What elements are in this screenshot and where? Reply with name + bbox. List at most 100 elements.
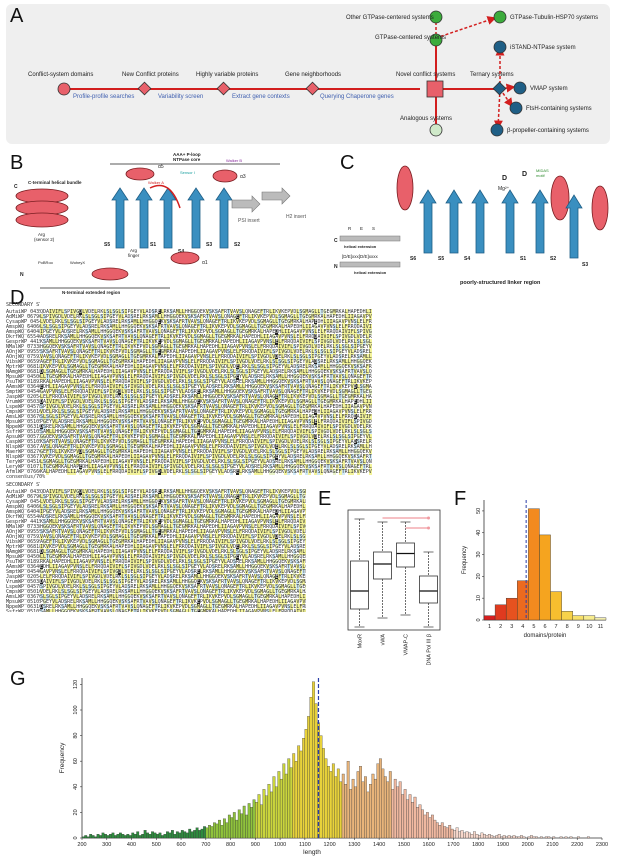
alignment-row: SmptWP_04540633.1GAVPVNSLELFRRQDAIVIFLSP… [6, 569, 306, 575]
c-midas: MIDAS [536, 168, 549, 173]
panel-b-label: B [10, 152, 24, 174]
g-bar [497, 834, 501, 839]
b-a3: α3 [240, 174, 246, 180]
f-ytick-label: 50 [476, 508, 482, 514]
label-conflict-domains: Conflict-system domains [28, 72, 93, 78]
c-mg: Mg²⁺ [498, 186, 510, 192]
g-bar [361, 781, 365, 839]
b-inserts [231, 187, 291, 213]
f-bar [539, 534, 551, 621]
sequence-name: TeryWP_04510873.1 [6, 459, 40, 465]
g-bar [208, 825, 211, 839]
label-gtpase-centered: GTPase-centered systems [375, 35, 446, 41]
label-other-gtpase: Other GTPase-centered systems [346, 15, 434, 21]
sequence-name: VibsWP_06599832.1 [6, 359, 40, 365]
g-bar [166, 831, 169, 839]
g-bar [136, 831, 140, 839]
g-bar [312, 681, 315, 839]
g-bar [376, 763, 380, 839]
sequence-name: MptrWP_06818551.1 [6, 544, 40, 550]
sequence-name: NMalWP_07338825.1 [6, 344, 40, 350]
sequence-residues: DSRELRKSAMLLHHGGQEKVSKSAFRTVAVSLQNAGEFTR… [40, 604, 306, 610]
sequence-residues: PGEYVLADSRELRKSAMLLHHGGQEKVSKSAFRTVAVSLQ… [40, 419, 372, 425]
e-frame [347, 509, 441, 631]
alignment-row: MaerWP_08276625.1GEFTRLIKVKEPVDLSGMAGLLT… [6, 449, 570, 455]
g-bar [193, 830, 197, 839]
g-bar [91, 835, 95, 839]
g-bar [460, 830, 464, 839]
ftsh-line [499, 88, 513, 108]
sequence-name: AutaiWP_04357960.1 [6, 309, 40, 315]
g-ytick-label: 20 [73, 809, 79, 815]
g-bar [307, 716, 310, 839]
g-bar [148, 834, 152, 839]
g-bar [86, 836, 90, 839]
alignment-row: TeryWP_04510873.1LSGMAGLLTGEGMRKALHAPEDH… [6, 459, 570, 465]
sequence-name: CaspWP_05105106.1 [6, 439, 40, 445]
b-arg: Arg [38, 232, 46, 237]
g-bar [492, 836, 496, 839]
sequence-residues: GAVPVNSLELFRRQDAIVIFLSPIVGDLVDELRKLSLSGL… [40, 389, 372, 395]
alignment-row: NppeWP_06310263.1DSRELRKSAMLLHHGGQEKVSKS… [6, 424, 570, 430]
g-xtick-label: 600 [176, 842, 185, 848]
sequence-residues: RKALHAPEDHLIIAGAVPVNSLELFRRQDAIVIFLSPIVG… [40, 379, 372, 385]
alignment-row: AOnjWQ_07592735.1VAVSLQNAGEFTRLIKVKEPVDL… [6, 534, 306, 540]
g-xtick-label: 1800 [472, 842, 484, 848]
sequence-residues: SKSAFRTVAVSLQNAGEFTRLIKVKEPVDLSGMAGLLTGE… [40, 349, 372, 355]
new-conflict-node [137, 81, 152, 96]
sequence-name: LspeWP_04578883.1 [6, 404, 40, 410]
b-sensor1: Sensor I [180, 170, 195, 175]
alignment-row: PsuTWP_01893689.1RKALHAPEDHLIIAGAVPVNSLE… [6, 559, 306, 565]
sequence-residues: LELFRRQDAIVIFLSPIVGDLVDELRKLSLSGLSIPGEYV… [40, 394, 372, 400]
alignment-row: AfmlWP_07666451.1KALHAPEDHLIIAGAVPVNSLEL… [6, 469, 570, 475]
e-box [419, 575, 438, 604]
sequence-name: SsfrWP_05105163.1 [6, 609, 40, 612]
sequence-residues: LVDELRKLSLSGLSIPGEYVLADSRELRKSAMLLHHGGQE… [40, 499, 306, 505]
label-gene-neighborhoods: Gene neighborhoods [285, 72, 341, 78]
g-bar [314, 703, 318, 839]
g-bar [440, 822, 444, 839]
sequence-residues: DAIVIFLSPIVGDLVDELRKLSLSGLSIPGEYVLADSREL… [40, 579, 306, 585]
g-bar [111, 832, 115, 839]
alignment-row: ApsuWP_00573401.1GGQEKVSKSAFRTVAVSLQNAGE… [6, 434, 570, 440]
g-bar [428, 817, 432, 839]
g-bar [403, 789, 407, 839]
g-bar [473, 831, 476, 839]
g-bar [423, 814, 427, 839]
sequence-name: AmspWQ_64060833.1 [6, 324, 40, 330]
g-xlabel: length [303, 849, 321, 856]
sequence-residues: SAMLLHHGGQEKVSKSAFRTVAVSLQNAGEFTRLIKVKEP… [40, 609, 306, 612]
g-bar [240, 813, 244, 839]
sequence-residues: KVKEPVDLSGMAGLLTGEGMRKALHAPEDHLIIAGAVPVN… [40, 454, 372, 460]
g-bar [304, 729, 308, 839]
sequence-residues: RKALHAPEDHLIIAGAVPVNSLELFRRQDAIVIFLSPIVG… [40, 559, 306, 565]
g-bar [487, 834, 491, 839]
f-xtick-label: 7 [555, 624, 558, 630]
g-bar [455, 827, 459, 839]
g-bar [121, 834, 125, 839]
g-bar [299, 750, 303, 839]
sequence-residues: IPGEYVLADSRELRKSAMLLHHGGQEKVSKSAFRTVAVSL… [40, 509, 306, 515]
g-bar [245, 814, 249, 839]
b-arg-finger: Arg [130, 248, 138, 253]
g-bar [262, 789, 266, 839]
g-bar [270, 791, 273, 839]
alignment-row: CmpsWP_05010433.1VDELRKLSLSGLSIPGEYVLADS… [6, 409, 570, 415]
sequence-name: AfmlWP_07666451.1 [6, 469, 40, 475]
sequence-name: CmpsWP_05010433.1 [6, 409, 40, 415]
g-bar [411, 802, 414, 839]
g-bar [324, 758, 328, 839]
g-bar [544, 836, 548, 839]
c-res-e: E [360, 226, 363, 231]
sequence-name: AmspWQ_64048831.1 [6, 329, 40, 335]
g-bar [89, 834, 93, 839]
step-profile: Profile-profile searches [73, 94, 134, 100]
g-bar [247, 803, 251, 839]
alignment-row: DkrfWQ_65540293.1ADSRELRKSAMLLHHGGQEKVSK… [6, 334, 570, 340]
g-bar [336, 768, 340, 839]
f-bar [505, 597, 518, 621]
sequence-residues: IKVKEPVDLSGMAGLLTGEGMRKALHAPEDHLIIAGAVPV… [40, 544, 306, 550]
sequence-name: SsfrWP_05105163.1 [6, 429, 40, 435]
panel-a-label: A [10, 5, 24, 27]
g-bar [344, 784, 348, 839]
